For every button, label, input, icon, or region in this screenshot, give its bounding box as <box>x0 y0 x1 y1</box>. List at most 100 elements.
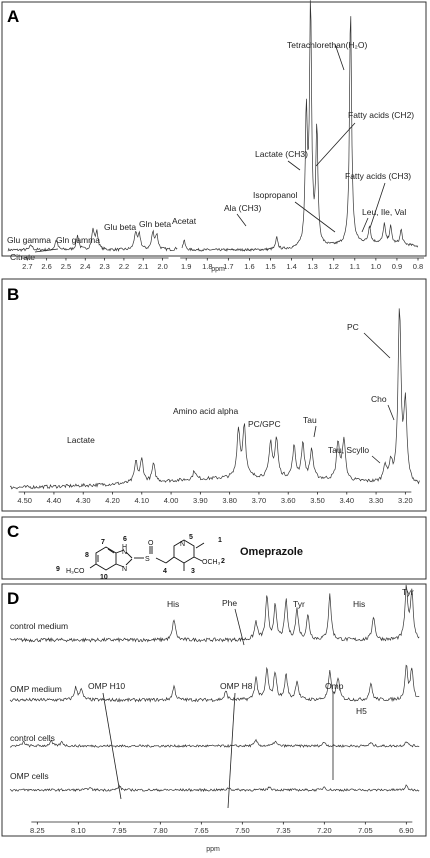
panel-a-xlabel: ppm <box>211 266 225 273</box>
panel-d-tick-label-0: 8.25 <box>30 826 45 835</box>
panel-a-left-tick-label-5: 2.2 <box>119 262 129 271</box>
mol-num-7: 7 <box>101 539 105 546</box>
trace-label-control-cells: control cells <box>10 733 55 743</box>
trace-label-omp-medium: OMP medium <box>10 684 62 694</box>
mol-num-3: 3 <box>191 568 195 575</box>
panel-d-tick-label-1: 8.10 <box>71 826 86 835</box>
ann-gln-gamma: Gln gamma <box>56 235 100 245</box>
panel-b-tick-label-12: 3.30 <box>369 496 384 505</box>
panel-a-right-tick-label-4: 1.5 <box>265 262 275 271</box>
panel-a-frame <box>1 1 427 257</box>
panel-d-tick-label-8: 7.05 <box>358 826 373 835</box>
panel-a-right-tick-label-8: 1.1 <box>350 262 360 271</box>
ann-fatty-acids-ch2: Fatty acids (CH2) <box>348 110 414 120</box>
panel-a-trace-left <box>7 227 178 253</box>
panel-c: C H₃CO H N N <box>1 516 427 581</box>
omeprazole-structure: H₃CO H N N S O N OCH₃ 1 2 3 4 5 6 7 8 9 … <box>56 534 225 581</box>
ann-glu-beta: Glu beta <box>104 222 136 232</box>
panel-a-left-tick-label-0: 2.7 <box>22 262 32 271</box>
mol-num-9: 9 <box>56 566 60 573</box>
panel-a-spectrum <box>7 0 419 253</box>
panel-d-tick-label-7: 7.20 <box>317 826 332 835</box>
ann-tetrachlorethan: Tetrachlorethan(H₂O) <box>287 40 367 50</box>
mol-num-6: 6 <box>123 536 127 543</box>
mol-nh: H <box>122 544 127 551</box>
ann-citrate: Citrate <box>10 252 35 262</box>
ann-pc-gpc: PC/GPC <box>248 419 281 429</box>
panel-b-annotations: PC Cho Tau, Scyllo Tau PC/GPC Amino acid… <box>67 322 387 455</box>
mol-n-bottom: N <box>122 566 127 573</box>
ann-isopropanol: Isopropanol <box>253 190 298 200</box>
panel-b-letter: B <box>7 285 19 304</box>
panel-a-left-tick-label-7: 2.0 <box>157 262 167 271</box>
panel-d-trace-2 <box>9 738 420 749</box>
panel-a-left-tick-label-4: 2.3 <box>99 262 109 271</box>
ann-acetat: Acetat <box>172 216 197 226</box>
panel-a-right-tick-label-0: 1.9 <box>181 262 191 271</box>
trace-label-omp-cells: OMP cells <box>10 771 49 781</box>
ann-amino-acid-alpha: Amino acid alpha <box>173 406 238 416</box>
panel-b-tick-label-7: 3.80 <box>222 496 237 505</box>
mol-n-pyridine: N <box>180 541 185 548</box>
ann-omp: Omp <box>325 681 344 691</box>
mol-num-10: 10 <box>100 574 108 581</box>
panel-c-frame <box>1 516 427 580</box>
ann-gln-beta: Gln beta <box>139 219 171 229</box>
panel-a-right-tick-label-11: 0.8 <box>413 262 423 271</box>
panel-a-right-tick-label-3: 1.6 <box>244 262 254 271</box>
panel-a-annotations: Tetrachlorethan(H₂O) Fatty acids (CH2) L… <box>7 40 414 262</box>
mol-num-5: 5 <box>189 534 193 541</box>
panel-b-tick-label-2: 4.30 <box>76 496 91 505</box>
ann-tyr-1: Tyr <box>293 599 305 609</box>
panel-d-tick-label-5: 7.50 <box>235 826 250 835</box>
panel-d-leaders <box>102 608 334 809</box>
ann-lactate-ch3: Lactate (CH3) <box>255 149 308 159</box>
panel-b-tick-label-9: 3.60 <box>281 496 296 505</box>
panel-b-tick-label-3: 4.20 <box>105 496 120 505</box>
panel-a-left-tick-label-2: 2.5 <box>61 262 71 271</box>
panel-d-trace-labels: control medium OMP medium control cells … <box>10 621 68 781</box>
mol-o-atom: O <box>148 540 154 547</box>
panel-d-tick-label-4: 7.65 <box>194 826 209 835</box>
ann-omp-h8: OMP H8 <box>220 681 253 691</box>
panel-d-spectra <box>9 584 420 793</box>
mol-methoxy-left: H₃CO <box>66 568 85 575</box>
panel-a-left-tick-label-6: 2.1 <box>138 262 148 271</box>
panel-a-right-tick-label-6: 1.3 <box>307 262 317 271</box>
ann-omp-h10: OMP H10 <box>88 681 125 691</box>
panel-d-trace-3 <box>9 784 420 793</box>
mol-methoxy-right: OCH₃ <box>202 559 221 566</box>
panel-d-trace-1 <box>9 664 420 703</box>
ann-lactate: Lactate <box>67 435 95 445</box>
panel-a-left-tick-label-3: 2.4 <box>80 262 90 271</box>
trace-label-control-medium: control medium <box>10 621 68 631</box>
panel-b-tick-label-0: 4.50 <box>17 496 32 505</box>
panel-d-tick-label-2: 7.95 <box>112 826 127 835</box>
ann-phe: Phe <box>222 598 237 608</box>
panel-d-xlabel: ppm <box>206 846 220 853</box>
molecule-name: Omeprazole <box>240 546 303 558</box>
panel-b-tick-label-5: 4.00 <box>164 496 179 505</box>
panel-b-spectrum <box>9 308 420 490</box>
panel-a-right-tick-label-7: 1.2 <box>328 262 338 271</box>
panel-b-tick-label-10: 3.50 <box>310 496 325 505</box>
ann-tyr-2: Tyr <box>402 587 414 597</box>
ann-his-2: His <box>353 599 365 609</box>
panel-b-tick-label-13: 3.20 <box>398 496 413 505</box>
panel-b-tick-label-6: 3.90 <box>193 496 208 505</box>
ann-tau-scyllo: Tau, Scyllo <box>328 445 369 455</box>
panel-a-leaders <box>34 43 386 253</box>
panel-b-tick-label-11: 3.40 <box>339 496 354 505</box>
panel-d-annotations: His Phe Tyr His Tyr OMP H10 OMP H8 Omp H… <box>88 587 414 716</box>
panel-c-letter: C <box>7 522 19 541</box>
mol-num-2: 2 <box>221 558 225 565</box>
panel-a-right-tick-label-5: 1.4 <box>286 262 296 271</box>
ann-ala-ch3: Ala (CH3) <box>224 203 261 213</box>
ann-pc: PC <box>347 322 359 332</box>
